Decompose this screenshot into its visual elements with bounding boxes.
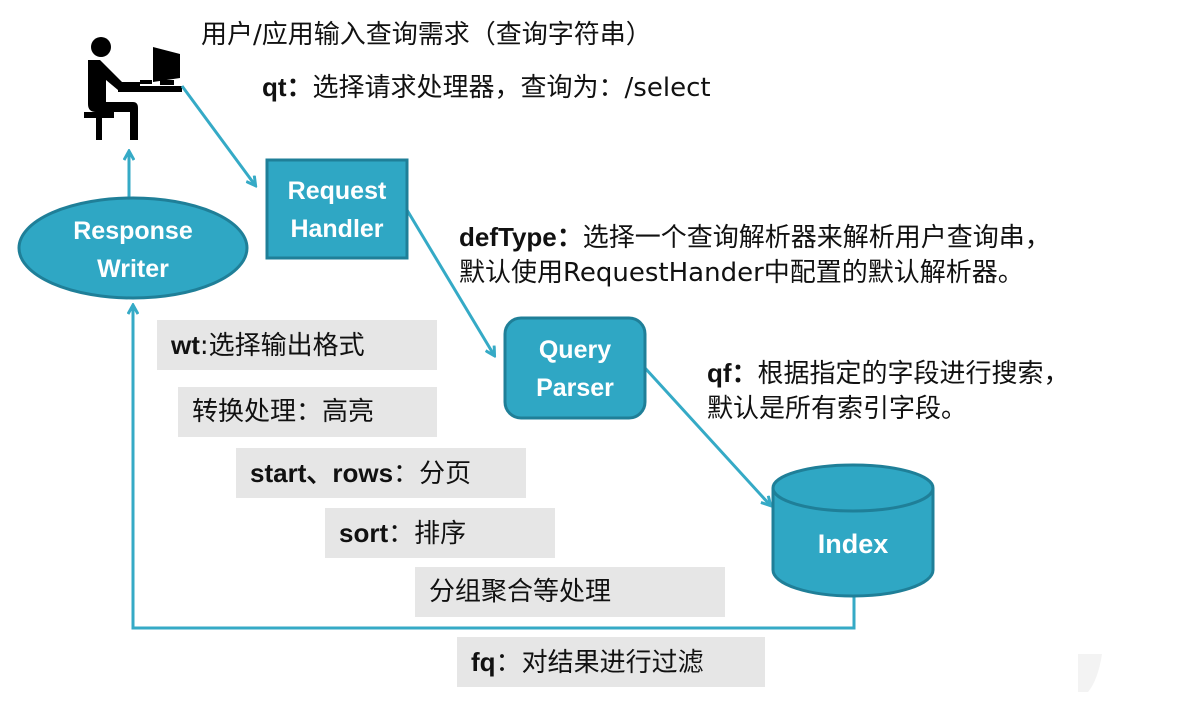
response-writer-label: Response Writer: [19, 212, 247, 288]
filter-desc: 对结果进行过滤: [521, 648, 704, 678]
step-wt-sep: :: [199, 331, 209, 361]
arrow-query-parser-to-index: [643, 366, 770, 505]
deftype-key: defType：: [459, 222, 583, 252]
step-grouping-desc: 分组聚合等处理: [429, 577, 612, 607]
query-parser-line2: Parser: [536, 374, 614, 402]
qt-annotation: qt：选择请求处理器，查询为：/select: [262, 72, 711, 104]
qf-line1: 根据指定的字段进行搜索，: [757, 359, 1070, 389]
arrow-user-to-request-handler: [180, 85, 255, 185]
deftype-line1: 选择一个查询解析器来解析用户查询串，: [582, 223, 1051, 253]
qt-desc: 选择请求处理器，查询为：/select: [312, 73, 711, 103]
query-parser-node: [503, 316, 647, 420]
response-writer-node: [17, 196, 249, 300]
index-node: [771, 463, 935, 598]
query-parser-label: Query Parser: [505, 331, 645, 407]
step-paging-sep: ：: [393, 459, 420, 489]
arrow-index-to-response-writer: [133, 306, 856, 630]
response-writer-line1: Response: [73, 217, 193, 245]
qf-key: qf：: [707, 358, 758, 388]
step-sort: sort：排序: [325, 508, 555, 558]
deftype-annotation: defType：选择一个查询解析器来解析用户查询串，: [459, 222, 1051, 254]
arrow-request-handler-to-query-parser: [405, 209, 494, 355]
step-paging-desc: 分页: [419, 459, 472, 489]
filter-key: fq: [471, 647, 496, 677]
request-handler-line2: Handler: [290, 215, 384, 243]
response-writer-line2: Writer: [97, 255, 169, 283]
qt-key: qt：: [262, 72, 313, 102]
deftype-annotation-line2: 默认使用RequestHander中配置的默认解析器。: [459, 258, 1024, 288]
step-grouping: 分组聚合等处理: [415, 567, 725, 617]
index-label: Index: [817, 529, 889, 559]
step-wt-desc: 选择输出格式: [208, 331, 365, 361]
diagram-title: 用户/应用输入查询需求（查询字符串）: [201, 20, 652, 50]
request-handler-node: [265, 158, 409, 260]
filter-sep: ：: [495, 648, 522, 678]
user-at-computer-icon: [84, 37, 182, 140]
step-wt-key: wt: [171, 330, 200, 360]
step-paging-key: start、rows: [250, 458, 394, 488]
request-handler-line1: Request: [287, 177, 387, 205]
step-paging: start、rows：分页: [236, 448, 526, 498]
step-sort-key: sort: [339, 518, 389, 548]
qf-annotation-line2: 默认是所有索引字段。: [707, 394, 968, 424]
step-sort-sep: ：: [388, 519, 415, 549]
step-wt: wt:选择输出格式: [157, 320, 437, 370]
filter-fq: fq：对结果进行过滤: [457, 637, 765, 687]
step-sort-desc: 排序: [414, 519, 467, 549]
query-parser-line1: Query: [538, 336, 612, 364]
step-highlight: 转换处理：高亮: [178, 387, 437, 437]
corner-artifact: [1078, 654, 1102, 692]
request-handler-label: Request Handler: [267, 172, 407, 248]
step-highlight-desc: 转换处理：高亮: [192, 397, 375, 427]
qf-annotation: qf：根据指定的字段进行搜索，: [707, 358, 1070, 390]
